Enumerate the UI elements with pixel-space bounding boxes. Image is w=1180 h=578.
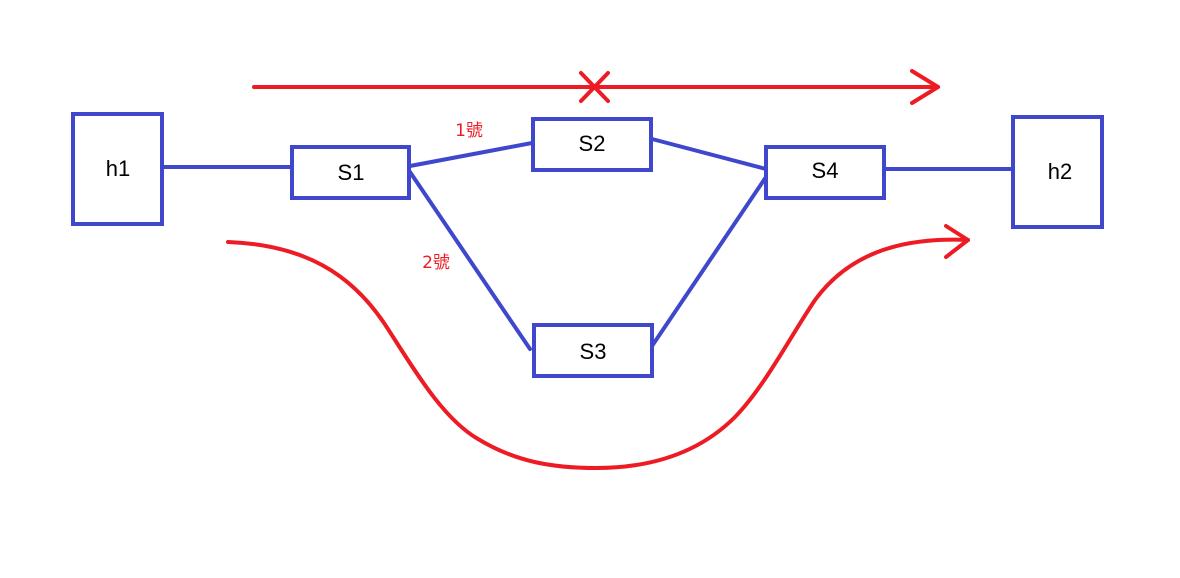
link-s1-s3-port2 bbox=[408, 170, 532, 351]
switch-s1: S1 bbox=[290, 145, 411, 200]
host-h1-label: h1 bbox=[106, 156, 130, 181]
alternate-path-arrow bbox=[226, 224, 970, 470]
link-s3-s4 bbox=[650, 175, 768, 348]
host-h2: h2 bbox=[1011, 115, 1104, 229]
host-h1: h1 bbox=[71, 112, 164, 226]
port-label-1: 1號 bbox=[455, 121, 483, 141]
switch-s2-label: S2 bbox=[579, 131, 606, 156]
link-s2-s4 bbox=[650, 137, 768, 171]
blocked-path-arrow bbox=[252, 69, 940, 105]
port-label-2: 2號 bbox=[422, 253, 450, 273]
blocked-x-mark bbox=[579, 71, 610, 103]
switch-s2: S2 bbox=[531, 117, 653, 172]
switch-s4: S4 bbox=[764, 145, 886, 200]
blocked-path-arrowhead bbox=[910, 69, 940, 105]
host-h2-label: h2 bbox=[1048, 159, 1072, 184]
switch-s3-label: S3 bbox=[580, 339, 607, 364]
switch-s4-label: S4 bbox=[812, 158, 839, 183]
switch-s3: S3 bbox=[532, 323, 654, 378]
alternate-path-arrowhead bbox=[944, 224, 970, 259]
alternate-path-curve bbox=[226, 237, 970, 470]
switch-s1-label: S1 bbox=[338, 160, 365, 185]
link-s1-s2-port1 bbox=[408, 141, 534, 168]
